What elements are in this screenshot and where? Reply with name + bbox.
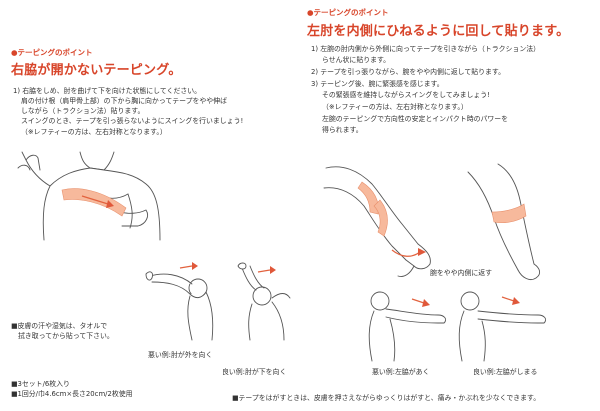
right-step-1-cont: らせん状に貼ります。 bbox=[322, 56, 391, 64]
right-lefty-note: （※レフティーの方は、左右対称となります。） bbox=[322, 103, 468, 111]
right-point-label: ●テーピングのポイント bbox=[307, 8, 389, 17]
arm-spiral-tape-illustration bbox=[323, 166, 431, 277]
right-title: 左肘を内側にひねるように回して貼ります。 bbox=[307, 24, 570, 39]
right-golfer-good-illustration bbox=[458, 291, 547, 362]
extended-arm-tape-illustration bbox=[467, 163, 541, 281]
right-benefit-2: 得られます。 bbox=[322, 126, 363, 134]
shoulder-taping-illustration bbox=[17, 151, 161, 241]
right-step-2: 2) テープを引っ張りながら、腕をやや内側に返して貼ります。 bbox=[311, 68, 505, 76]
left-note-set: ■3セット/6枚入り bbox=[11, 380, 70, 388]
left-step-1-cont-a: 肩の付け根（肩甲骨上部）の下から胸に向かってテープをやや伸ば bbox=[21, 97, 227, 105]
right-step-1: 1) 左腕の肘内側から外側に向ってテープを引きながら（トラクション法） bbox=[311, 45, 541, 53]
left-bad-caption: 悪い例:肘が外を向く bbox=[148, 351, 213, 359]
right-golfer-bad-illustration bbox=[368, 291, 447, 362]
right-good-caption: 良い例:左脇がしまる bbox=[473, 368, 538, 376]
right-bad-caption: 悪い例:左脇があく bbox=[372, 368, 430, 376]
right-benefit-1: 左腕のテーピングで方向性の安定とインパクト時のパワーを bbox=[322, 115, 509, 123]
removal-footer-note: ■テープをはがすときは、皮膚を押さえながらゆっくりはがすと、痛み・かぶれを少なく… bbox=[232, 394, 541, 402]
left-note-sweat: ■皮膚の汗や湿気は、タオルで bbox=[11, 322, 108, 330]
left-step-1-cont-b: しながら（トラクション法）貼ります。 bbox=[21, 107, 145, 115]
left-point-label: ●テーピングのポイント bbox=[11, 48, 93, 57]
left-good-caption: 良い例:肘が下を向く bbox=[222, 368, 287, 376]
left-note-size: ■1回分/巾4.6cm×長さ20cm/2枚使用 bbox=[11, 390, 133, 398]
left-note-sweat-cont: 拭き取ってから貼って下さい。 bbox=[18, 332, 114, 340]
left-title: 右脇が開かないテーピング。 bbox=[11, 63, 182, 78]
right-arm-caption: 腕をやや内側に返す bbox=[430, 269, 493, 277]
right-step-3: 3) テーピング後、腕に緊張感を感じます。 bbox=[311, 80, 444, 88]
left-golfer-good-illustration bbox=[237, 262, 291, 341]
left-step-1: 1) 右脇をしめ、肘を曲げて下を向けた状態にしてください。 bbox=[13, 87, 202, 95]
left-step-1-tip: スイングのとき、テープを引っ張らないようにスイングを行いましょう! bbox=[21, 117, 244, 125]
right-step-3-cont: その緊張感を維持しながらスイングをしてみましょう! bbox=[322, 91, 490, 99]
left-lefty-note: （※レフティーの方は、左右対称となります。） bbox=[21, 128, 167, 136]
left-golfer-bad-illustration bbox=[145, 262, 214, 341]
